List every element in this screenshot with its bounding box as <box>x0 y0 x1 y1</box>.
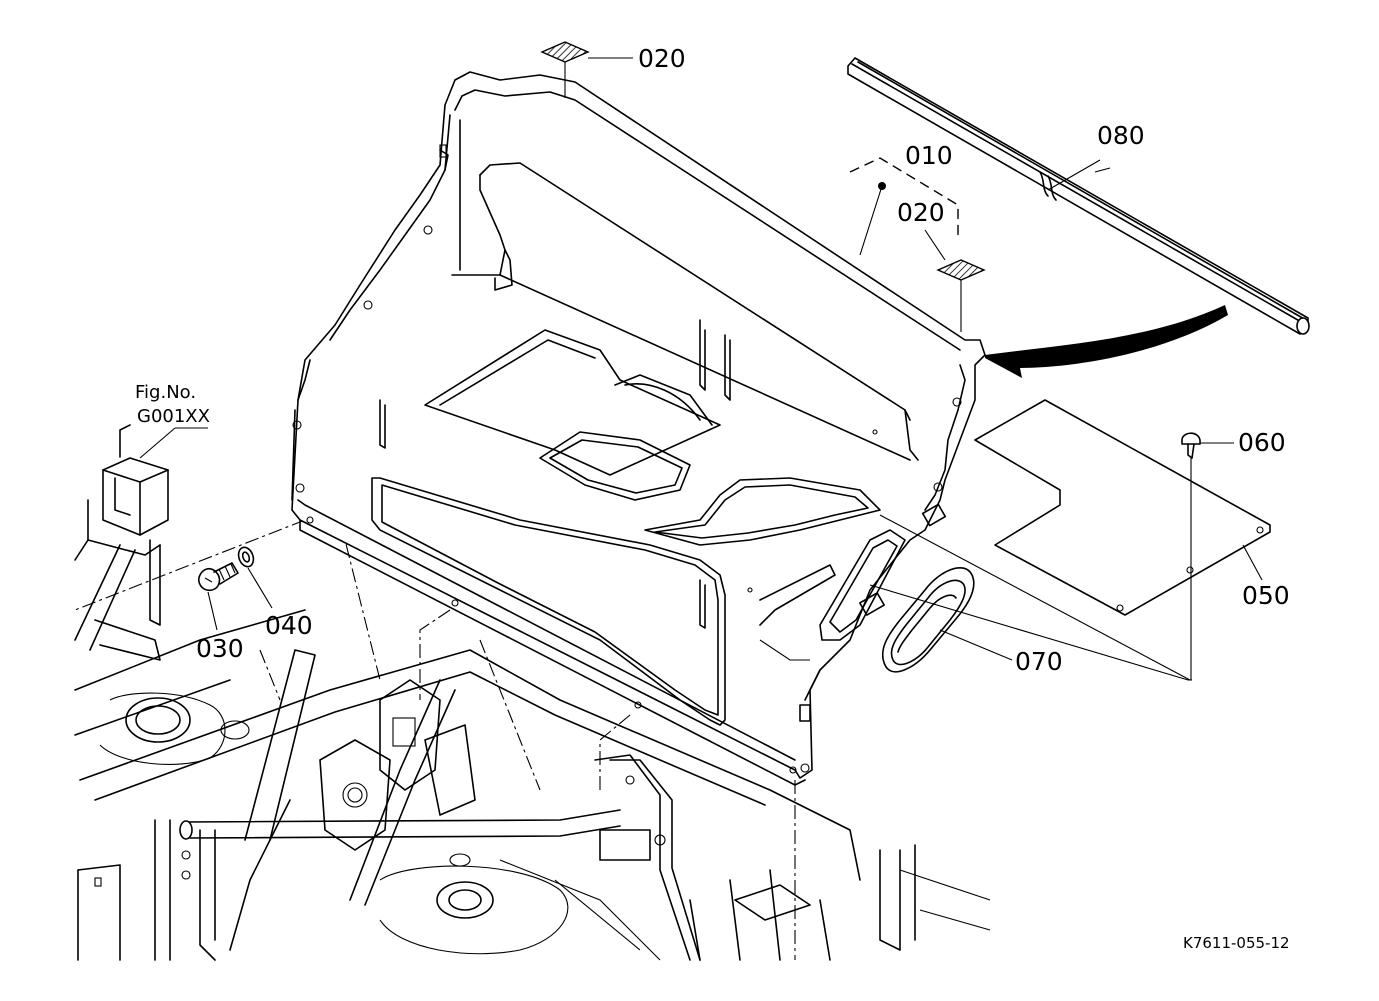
callout-020-top: 020 <box>638 44 686 73</box>
label-020-top <box>540 41 633 98</box>
bolt-030 <box>197 562 239 592</box>
callout-020-mid: 020 <box>897 198 945 227</box>
seal-strip-080 <box>847 57 1310 335</box>
callout-060: 060 <box>1238 428 1286 457</box>
bracket-010 <box>849 157 959 256</box>
callout-030: 030 <box>196 634 244 663</box>
callout-010: 010 <box>905 141 953 170</box>
screw-060 <box>1181 432 1234 680</box>
callout-070: 070 <box>1015 647 1063 676</box>
grommet-070 <box>881 566 975 673</box>
floor-mat-050 <box>974 399 1271 616</box>
leader-040 <box>247 567 273 609</box>
callout-040: 040 <box>265 611 313 640</box>
figure-ref-number: G001XX <box>137 406 210 427</box>
callout-050: 050 <box>1242 581 1290 610</box>
washer-040 <box>237 546 255 568</box>
callout-080: 080 <box>1097 121 1145 150</box>
figure-ref-label: Fig.No. <box>135 382 196 403</box>
install-arrow <box>985 305 1228 378</box>
label-020-mid <box>924 229 986 332</box>
chassis-frame <box>74 424 991 961</box>
reference-lines <box>74 470 816 960</box>
leaders <box>139 159 1263 681</box>
drawing-code: K7611-055-12 <box>1183 934 1290 952</box>
back-panel-010 <box>291 71 986 786</box>
leader-030 <box>207 591 218 631</box>
